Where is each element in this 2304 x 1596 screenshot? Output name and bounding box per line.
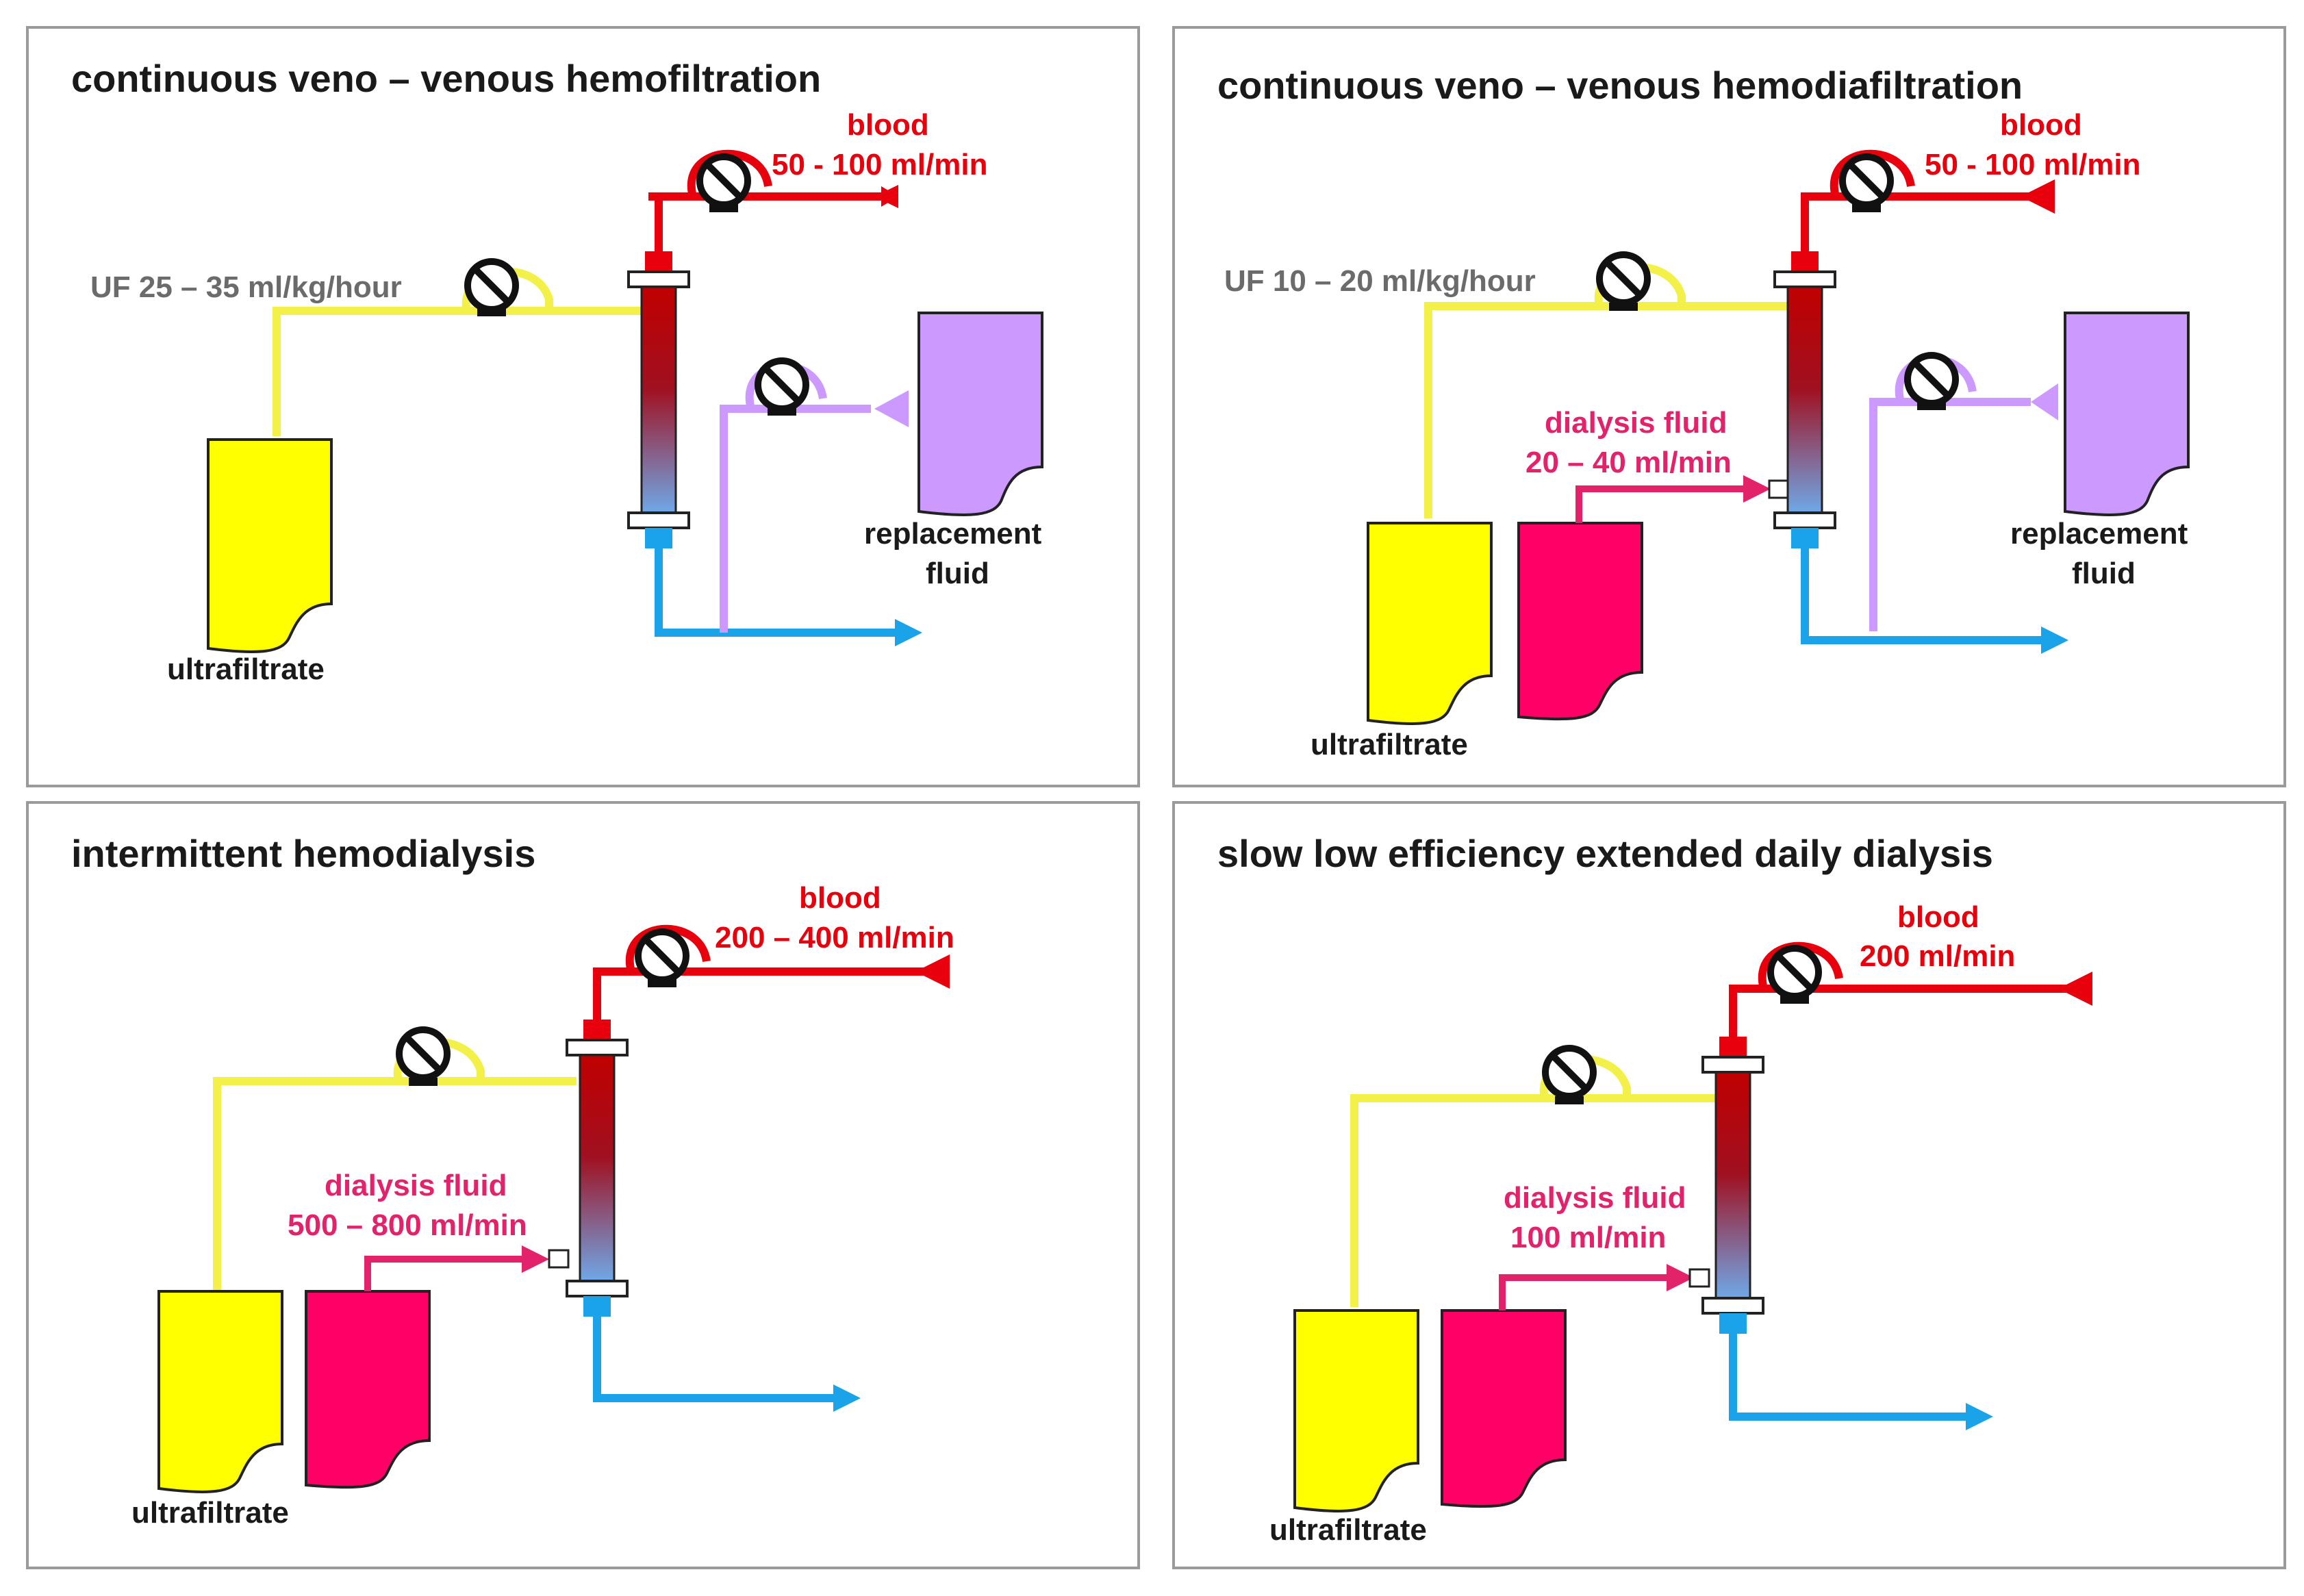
return-line (655, 548, 895, 637)
replacement-fluid-bag (2064, 312, 2190, 516)
blood-rate: 50 - 100 ml/min (1925, 148, 2140, 181)
dialysis-label: dialysis fluid (1545, 406, 1727, 440)
return-line (593, 1317, 833, 1402)
uf-pump-icon (464, 258, 519, 316)
dialyzer (1714, 1071, 1751, 1300)
blood-pump-icon (696, 153, 751, 212)
dialysis-fluid-line (1575, 485, 1743, 523)
uf-rate-label: UF 25 – 35 ml/kg/hour (90, 270, 402, 304)
blood-label: blood (1897, 900, 1979, 934)
dialyzer (579, 1054, 616, 1282)
ultrafiltrate-bag (157, 1290, 283, 1493)
ultrafiltrate-bag (1293, 1309, 1419, 1512)
dialysis-fluid-line (1499, 1274, 1667, 1310)
return-arrow (895, 619, 922, 646)
panel-title: intermittent hemodialysis (71, 832, 535, 875)
ultrafiltrate-bag (207, 438, 333, 653)
blood-line (1801, 192, 2053, 251)
ultrafiltrate-line (213, 1077, 577, 1290)
blood-rate: 200 – 400 ml/min (715, 921, 954, 954)
dialysis-fluid-bag (305, 1290, 431, 1489)
hemodiafilter (1786, 286, 1823, 514)
ultrafiltrate-line (1350, 1094, 1747, 1307)
hemofilter (640, 286, 677, 514)
blood-line (593, 967, 946, 1019)
panel-title: continuous veno – venous hemodiafiltrati… (1217, 64, 2023, 107)
blood-label: blood (2000, 108, 2082, 142)
ultrafiltrate-label: ultrafiltrate (131, 1496, 289, 1530)
diagram-ihd: intermittent hemodialysis ultrafiltrate … (71, 832, 954, 1530)
panel-sled: slow low efficiency extended daily dialy… (1172, 801, 2286, 1569)
uf-pump-icon (1542, 1045, 1597, 1104)
return-line (1729, 1334, 1966, 1421)
blood-line (1729, 985, 2092, 1037)
blood-pump-icon (635, 928, 689, 987)
dialysis-rate: 500 – 800 ml/min (288, 1208, 527, 1242)
blood-pump-icon (1839, 153, 1894, 212)
replacement-pump-icon (755, 357, 809, 416)
replacement-label-2: fluid (2072, 557, 2136, 590)
diagram-sled: slow low efficiency extended daily dialy… (1217, 832, 2092, 1547)
panel-title: continuous veno – venous hemofiltration (71, 57, 821, 100)
uf-pump-icon (396, 1026, 451, 1086)
diagram-cvvhdf: continuous veno – venous hemodiafiltrati… (1217, 64, 2190, 761)
panel-title: slow low efficiency extended daily dialy… (1217, 832, 1993, 875)
dialysis-rate: 100 ml/min (1510, 1221, 1666, 1254)
panel-ihd: intermittent hemodialysis ultrafiltrate … (26, 801, 1140, 1569)
dialysis-fluid-line (364, 1256, 522, 1291)
replacement-label-1: replacement (864, 517, 1042, 550)
dialysis-fluid-bag (1441, 1309, 1567, 1508)
blood-rate: 200 ml/min (1860, 939, 2015, 973)
panel-cvvhdf: continuous veno – venous hemodiafiltrati… (1172, 26, 2286, 787)
ultrafiltrate-label: ultrafiltrate (1269, 1513, 1427, 1547)
blood-rate: 50 - 100 ml/min (772, 148, 987, 181)
ultrafiltrate-bag (1367, 522, 1493, 725)
return-line (1801, 548, 2041, 644)
panel-cvvh: continuous veno – venous hemofiltration … (26, 26, 1140, 787)
blood-label: blood (847, 108, 929, 142)
uf-pump-icon (1596, 251, 1651, 311)
replacement-fluid-bag (917, 312, 1043, 516)
dialysis-label: dialysis fluid (325, 1169, 507, 1202)
uf-rate-label: UF 10 – 20 ml/kg/hour (1224, 264, 1536, 298)
dialysis-label: dialysis fluid (1504, 1181, 1686, 1215)
ultrafiltrate-label: ultrafiltrate (167, 653, 325, 686)
ultrafiltrate-line (273, 307, 642, 436)
ultrafiltrate-label: ultrafiltrate (1311, 728, 1468, 761)
replacement-label-2: fluid (926, 557, 989, 590)
diagram-cvvh: continuous veno – venous hemofiltration … (71, 57, 1043, 686)
blood-label: blood (799, 881, 881, 915)
dialysis-fluid-bag (1517, 522, 1643, 721)
replacement-pump-icon (1904, 352, 1959, 410)
replacement-line (1869, 398, 2031, 631)
replacement-line (720, 405, 871, 633)
ultrafiltrate-line (1424, 302, 1798, 518)
replacement-label-1: replacement (2010, 517, 2188, 550)
blood-pump-icon (1767, 945, 1822, 1004)
dialysis-rate: 20 – 40 ml/min (1526, 446, 1732, 479)
